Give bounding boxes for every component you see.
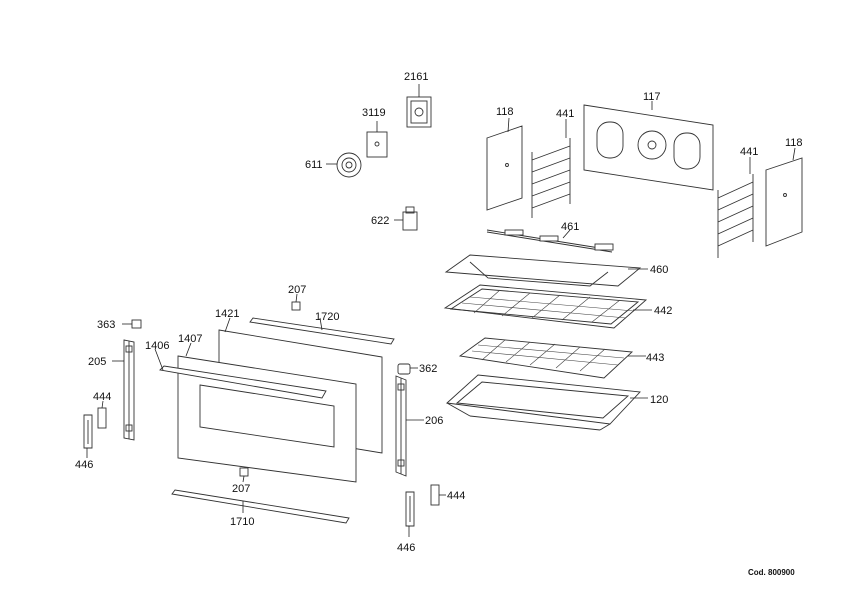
part-441-right-rack	[717, 157, 754, 258]
label-446a: 446	[75, 459, 93, 471]
label-206: 206	[425, 415, 443, 427]
label-1720: 1720	[315, 311, 339, 323]
label-622: 622	[371, 215, 389, 227]
part-363-hinge-pin	[122, 319, 142, 329]
label-441b: 441	[740, 146, 758, 158]
label-441a: 441	[556, 108, 574, 120]
label-118a: 118	[496, 106, 514, 118]
label-442: 442	[654, 305, 672, 317]
part-1407-door-handle	[154, 348, 327, 399]
part-444-right-hinge-plate	[430, 484, 446, 506]
part-205-left-door-side	[112, 339, 135, 441]
part-3119-plate	[366, 121, 388, 158]
label-2161: 2161	[404, 71, 428, 83]
drawing-code: Cod. 800900	[748, 568, 795, 577]
part-441-left-rack	[531, 119, 571, 218]
part-118-right-panel	[765, 147, 803, 247]
label-1407: 1407	[178, 333, 202, 345]
part-120-baking-tray	[445, 374, 648, 431]
label-363: 363	[97, 319, 115, 331]
part-460-spit-frame	[444, 254, 648, 287]
label-117: 117	[643, 91, 661, 103]
label-1710: 1710	[230, 516, 254, 528]
part-442-wire-shelf	[443, 284, 652, 329]
label-446b: 446	[397, 542, 415, 554]
label-443: 443	[646, 352, 664, 364]
part-1406-door-panel	[177, 342, 357, 483]
label-1421: 1421	[215, 308, 239, 320]
label-120: 120	[650, 394, 668, 406]
label-611: 611	[305, 159, 323, 171]
part-362-clip	[397, 363, 418, 375]
label-207b: 207	[232, 483, 250, 495]
part-622-lamp	[394, 206, 418, 231]
part-461-rotisserie-spit	[486, 229, 614, 253]
part-446-right-hinge	[405, 491, 415, 537]
label-118b: 118	[785, 137, 803, 149]
label-461: 461	[561, 221, 579, 233]
part-444-left-hinge-plate	[97, 400, 107, 429]
part-446-left-hinge	[83, 414, 93, 458]
label-460: 460	[650, 264, 668, 276]
part-443-grill-shelf	[458, 337, 646, 379]
label-205: 205	[88, 356, 106, 368]
part-118-left-panel	[486, 117, 523, 211]
part-611-fan	[326, 152, 362, 178]
part-206-right-door-side	[395, 375, 424, 477]
part-207-lower-clip	[239, 467, 249, 483]
label-362: 362	[419, 363, 437, 375]
label-3119: 3119	[362, 107, 386, 119]
label-444a: 444	[93, 391, 111, 403]
part-2161-bracket	[406, 84, 432, 128]
label-1406: 1406	[145, 340, 169, 352]
label-207a: 207	[288, 284, 306, 296]
part-117-back-panel	[583, 101, 714, 191]
label-444b: 444	[447, 490, 465, 502]
part-1720-upper-strip	[249, 317, 395, 345]
part-1710-lower-strip	[171, 489, 350, 524]
part-207-upper-clip	[291, 293, 301, 311]
